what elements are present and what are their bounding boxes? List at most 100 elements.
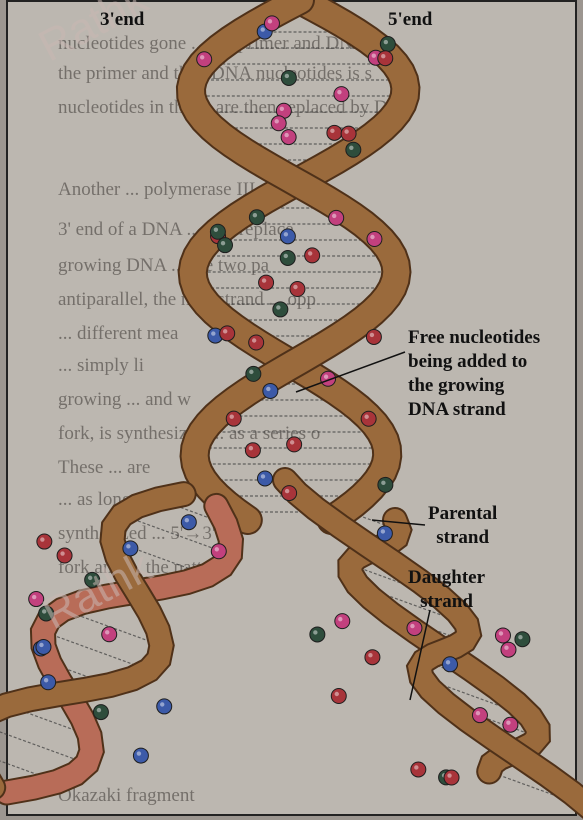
nucleotide-base: [378, 51, 393, 66]
nucleotide: [249, 335, 264, 350]
nucleotide-highlight: [275, 119, 279, 123]
nucleotide-base: [249, 210, 264, 225]
nucleotide-base: [245, 443, 260, 458]
nucleotide: [133, 748, 148, 763]
nucleotide: [407, 621, 422, 636]
nucleotide-highlight: [105, 630, 109, 634]
daughter-strand-label-line: Daughter: [408, 566, 485, 590]
nucleotide-base: [264, 16, 279, 31]
nucleotide-highlight: [446, 660, 450, 664]
free-nucleotides-label: Free nucleotides being added to the grow…: [408, 326, 540, 422]
nucleotide: [515, 632, 530, 647]
nucleotide-highlight: [285, 489, 289, 493]
nucleotide-base: [305, 248, 320, 263]
nucleotide-highlight: [384, 40, 388, 44]
nucleotide: [443, 657, 458, 672]
nucleotide-base: [495, 628, 510, 643]
nucleotide-base: [335, 614, 350, 629]
nucleotide-base: [365, 650, 380, 665]
nucleotide-highlight: [276, 305, 280, 309]
nucleotide: [257, 471, 272, 486]
nucleotide-highlight: [284, 232, 288, 236]
nucleotide: [287, 437, 302, 452]
nucleotide-base: [210, 224, 225, 239]
nucleotide-base: [443, 657, 458, 672]
nucleotide: [444, 770, 459, 785]
nucleotide: [280, 229, 295, 244]
nucleotide-highlight: [370, 235, 374, 239]
nucleotide: [102, 627, 117, 642]
nucleotide: [210, 224, 225, 239]
nucleotide-highlight: [262, 278, 266, 282]
nucleotide: [259, 275, 274, 290]
daughter-strand-label: Daughter strand: [408, 566, 485, 614]
nucleotide-base: [327, 125, 342, 140]
nucleotide-base: [259, 275, 274, 290]
nucleotide-highlight: [284, 254, 288, 258]
nucleotide-base: [57, 548, 72, 563]
nucleotide: [41, 675, 56, 690]
nucleotide: [218, 238, 233, 253]
nucleotide-highlight: [332, 214, 336, 218]
nucleotide-highlight: [249, 370, 253, 374]
nucleotide-base: [378, 477, 393, 492]
nucleotide-highlight: [280, 107, 284, 111]
nucleotide-base: [407, 621, 422, 636]
nucleotide-highlight: [504, 645, 508, 649]
nucleotide-base: [361, 411, 376, 426]
nucleotide: [329, 210, 344, 225]
nucleotide-base: [157, 699, 172, 714]
nucleotide-base: [249, 335, 264, 350]
nucleotide-base: [341, 126, 356, 141]
nucleotide-highlight: [261, 27, 265, 31]
nucleotide: [341, 126, 356, 141]
nucleotide-base: [273, 302, 288, 317]
nucleotide: [334, 87, 349, 102]
nucleotide: [346, 142, 361, 157]
nucleotide-base: [281, 130, 296, 145]
nucleotide: [472, 708, 487, 723]
nucleotide-base: [444, 770, 459, 785]
nucleotide-base: [310, 627, 325, 642]
nucleotide: [226, 411, 241, 426]
nucleotide: [495, 628, 510, 643]
nucleotide-highlight: [338, 617, 342, 621]
nucleotide-highlight: [252, 338, 256, 342]
nucleotide-highlight: [370, 333, 374, 337]
nucleotide-highlight: [414, 765, 418, 769]
nucleotide: [310, 627, 325, 642]
nucleotide-highlight: [221, 241, 225, 245]
nucleotide-highlight: [268, 19, 272, 23]
nucleotide-highlight: [137, 751, 141, 755]
nucleotide: [281, 130, 296, 145]
parental-strand-label-line: Parental: [428, 502, 497, 526]
nucleotide-base: [367, 232, 382, 247]
nucleotide: [501, 642, 516, 657]
nucleotide-base: [515, 632, 530, 647]
nucleotide: [249, 210, 264, 225]
nucleotide: [246, 366, 261, 381]
nucleotide: [503, 717, 518, 732]
nucleotide: [264, 16, 279, 31]
nucleotide-highlight: [293, 285, 297, 289]
nucleotide-base: [331, 688, 346, 703]
nucleotide-base: [133, 748, 148, 763]
nucleotide-base: [472, 708, 487, 723]
nucleotide-base: [411, 762, 426, 777]
nucleotide-highlight: [160, 702, 164, 706]
nucleotide: [282, 486, 297, 501]
nucleotide-base: [334, 87, 349, 102]
nucleotide: [365, 650, 380, 665]
nucleotide-highlight: [335, 692, 339, 696]
nucleotide-highlight: [344, 129, 348, 133]
nucleotide-highlight: [60, 551, 64, 555]
nucleotide-base: [287, 437, 302, 452]
nucleotide-base: [290, 281, 305, 296]
nucleotide: [93, 705, 108, 720]
nucleotide: [245, 443, 260, 458]
nucleotide-highlight: [364, 415, 368, 419]
nucleotide-base: [280, 250, 295, 265]
nucleotide-highlight: [337, 90, 341, 94]
nucleotide-highlight: [506, 720, 510, 724]
nucleotide: [378, 51, 393, 66]
